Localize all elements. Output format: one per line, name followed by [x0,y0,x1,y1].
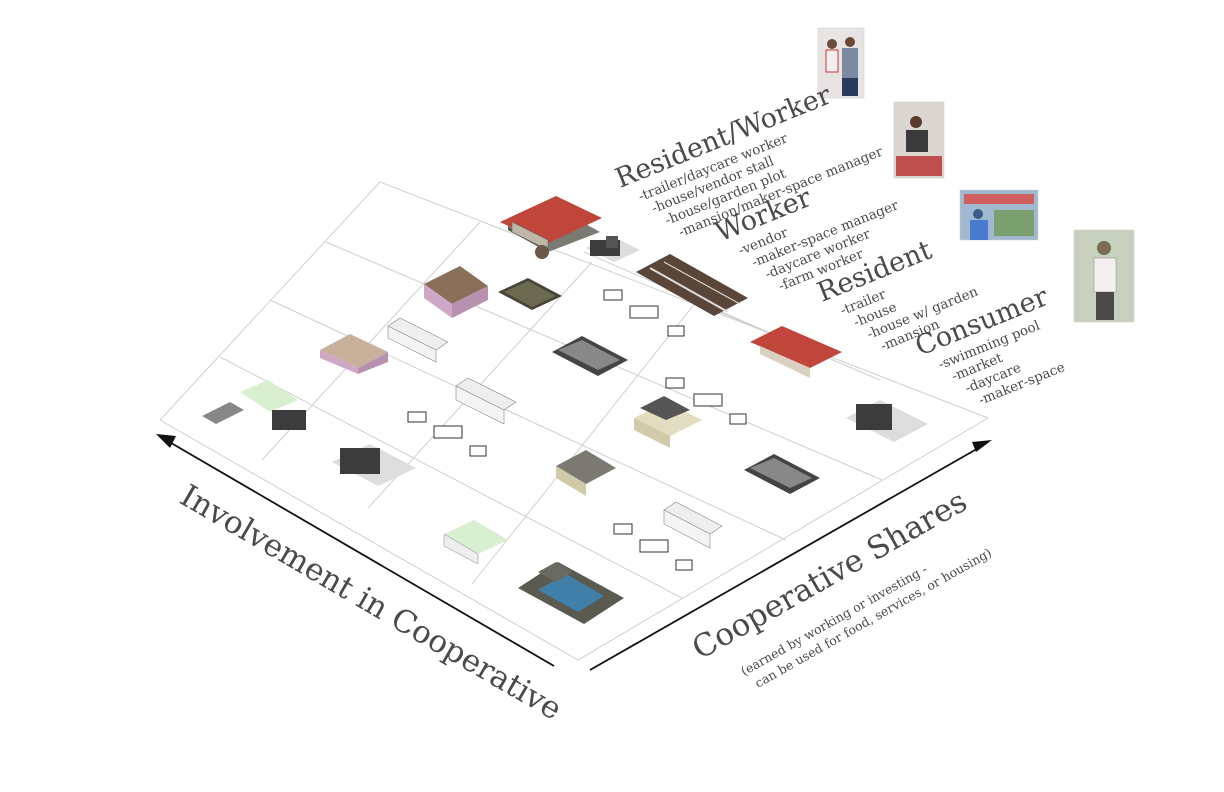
green-roof-house-icon [443,520,508,565]
right-arrow-icon [972,440,992,452]
person-standing-photo-icon [1073,229,1135,323]
swimming-pool-icon [518,562,624,624]
photos [817,27,1135,323]
market-stalls-icon [603,289,685,337]
trailer-icon-2 [455,377,517,425]
trailer-icon [387,317,449,363]
green-roof-building-icon [202,380,306,430]
daycare-machinery-icon [552,336,628,376]
market-stalls-icon-4 [613,523,693,571]
daycare-machinery-icon-2 [744,454,820,494]
purple-house-icon [320,334,388,374]
left-axis: Involvement in Cooperative [156,434,568,728]
building-icons [202,196,928,624]
vendor-photo-icon [893,101,945,179]
gray-house-icon [556,450,616,496]
brown-house-icon [424,266,488,318]
maker-space-icon [846,400,928,442]
market-photo-icon [959,189,1039,241]
beige-building-icon [634,396,702,448]
trailer-icon-3 [663,501,723,549]
machinery-icon-2 [332,444,416,486]
machinery-icon [586,236,640,262]
garden-plot-icon [498,278,562,310]
market-stalls-icon-2 [407,411,487,457]
two-people-photo-icon [817,27,865,99]
red-house-icon [750,326,842,378]
farm-rows-icon [636,254,748,316]
red-mansion-icon [500,196,602,259]
left-arrow-icon [156,434,176,448]
left-axis-title: Involvement in Cooperative [174,478,568,728]
market-stalls-icon-3 [665,377,747,425]
